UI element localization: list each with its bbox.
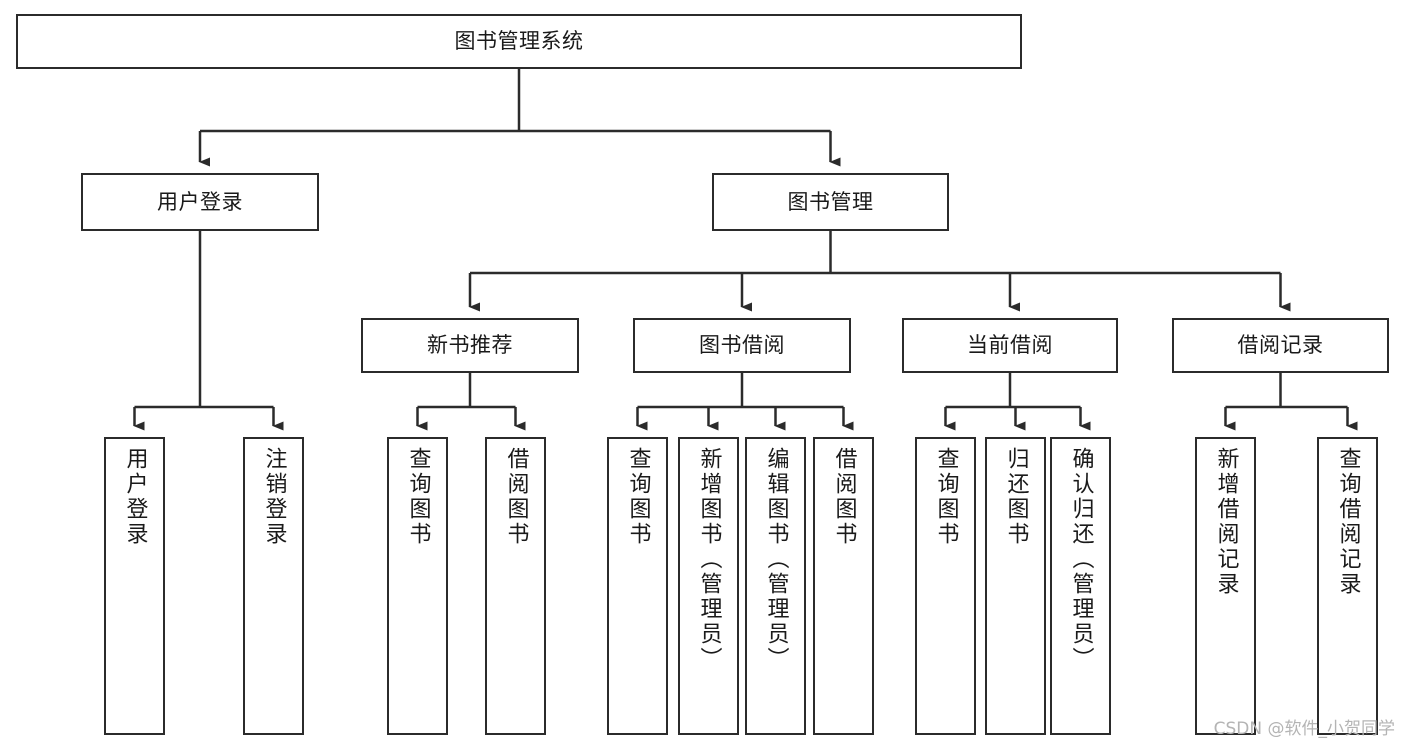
node-label: 图书管理 bbox=[787, 189, 874, 214]
node-leaf-6[interactable]: 新增图书（管理员） bbox=[678, 437, 739, 735]
node-label: 新增借阅记录 bbox=[1213, 447, 1239, 597]
node-label: 图书借阅 bbox=[699, 333, 785, 358]
node-leaf-5[interactable]: 查询图书 bbox=[607, 437, 668, 735]
node-bookmgmt[interactable]: 图书管理 bbox=[712, 173, 949, 231]
node-leaf-4[interactable]: 借阅图书 bbox=[485, 437, 546, 735]
node-leaf-11[interactable]: 确认归还（管理员） bbox=[1050, 437, 1111, 735]
node-leaf-10[interactable]: 归还图书 bbox=[985, 437, 1046, 735]
node-leaf-12[interactable]: 新增借阅记录 bbox=[1195, 437, 1256, 735]
node-label: 当前借阅 bbox=[967, 333, 1053, 358]
node-leaf-8[interactable]: 借阅图书 bbox=[813, 437, 874, 735]
node-borrow[interactable]: 图书借阅 bbox=[633, 318, 851, 373]
node-leaf-1[interactable]: 用户登录 bbox=[104, 437, 165, 735]
node-label: 查询借阅记录 bbox=[1335, 447, 1361, 597]
edge-group bbox=[133, 69, 1358, 431]
node-login[interactable]: 用户登录 bbox=[81, 173, 319, 231]
node-label: 编辑图书（管理员） bbox=[763, 447, 789, 672]
node-leaf-7[interactable]: 编辑图书（管理员） bbox=[745, 437, 806, 735]
node-leaf-2[interactable]: 注销登录 bbox=[243, 437, 304, 735]
node-label: 借阅图书 bbox=[831, 447, 857, 547]
node-label: 借阅图书 bbox=[503, 447, 529, 547]
node-label: 确认归还（管理员） bbox=[1068, 447, 1094, 672]
node-label: 查询图书 bbox=[933, 447, 959, 547]
node-leaf-13[interactable]: 查询借阅记录 bbox=[1317, 437, 1378, 735]
node-label: 新增图书（管理员） bbox=[696, 447, 722, 672]
node-newbook[interactable]: 新书推荐 bbox=[361, 318, 579, 373]
node-leaf-9[interactable]: 查询图书 bbox=[915, 437, 976, 735]
node-label: 用户登录 bbox=[122, 447, 148, 547]
node-label: 查询图书 bbox=[625, 447, 651, 547]
node-label: 图书管理系统 bbox=[454, 29, 584, 54]
node-current[interactable]: 当前借阅 bbox=[902, 318, 1118, 373]
node-label: 查询图书 bbox=[405, 447, 431, 547]
node-records[interactable]: 借阅记录 bbox=[1172, 318, 1389, 373]
node-label: 新书推荐 bbox=[427, 333, 513, 358]
node-label: 归还图书 bbox=[1003, 447, 1029, 547]
node-leaf-3[interactable]: 查询图书 bbox=[387, 437, 448, 735]
node-label: 借阅记录 bbox=[1237, 333, 1324, 358]
node-label: 注销登录 bbox=[261, 447, 287, 547]
node-label: 用户登录 bbox=[157, 189, 243, 214]
node-root[interactable]: 图书管理系统 bbox=[16, 14, 1022, 69]
